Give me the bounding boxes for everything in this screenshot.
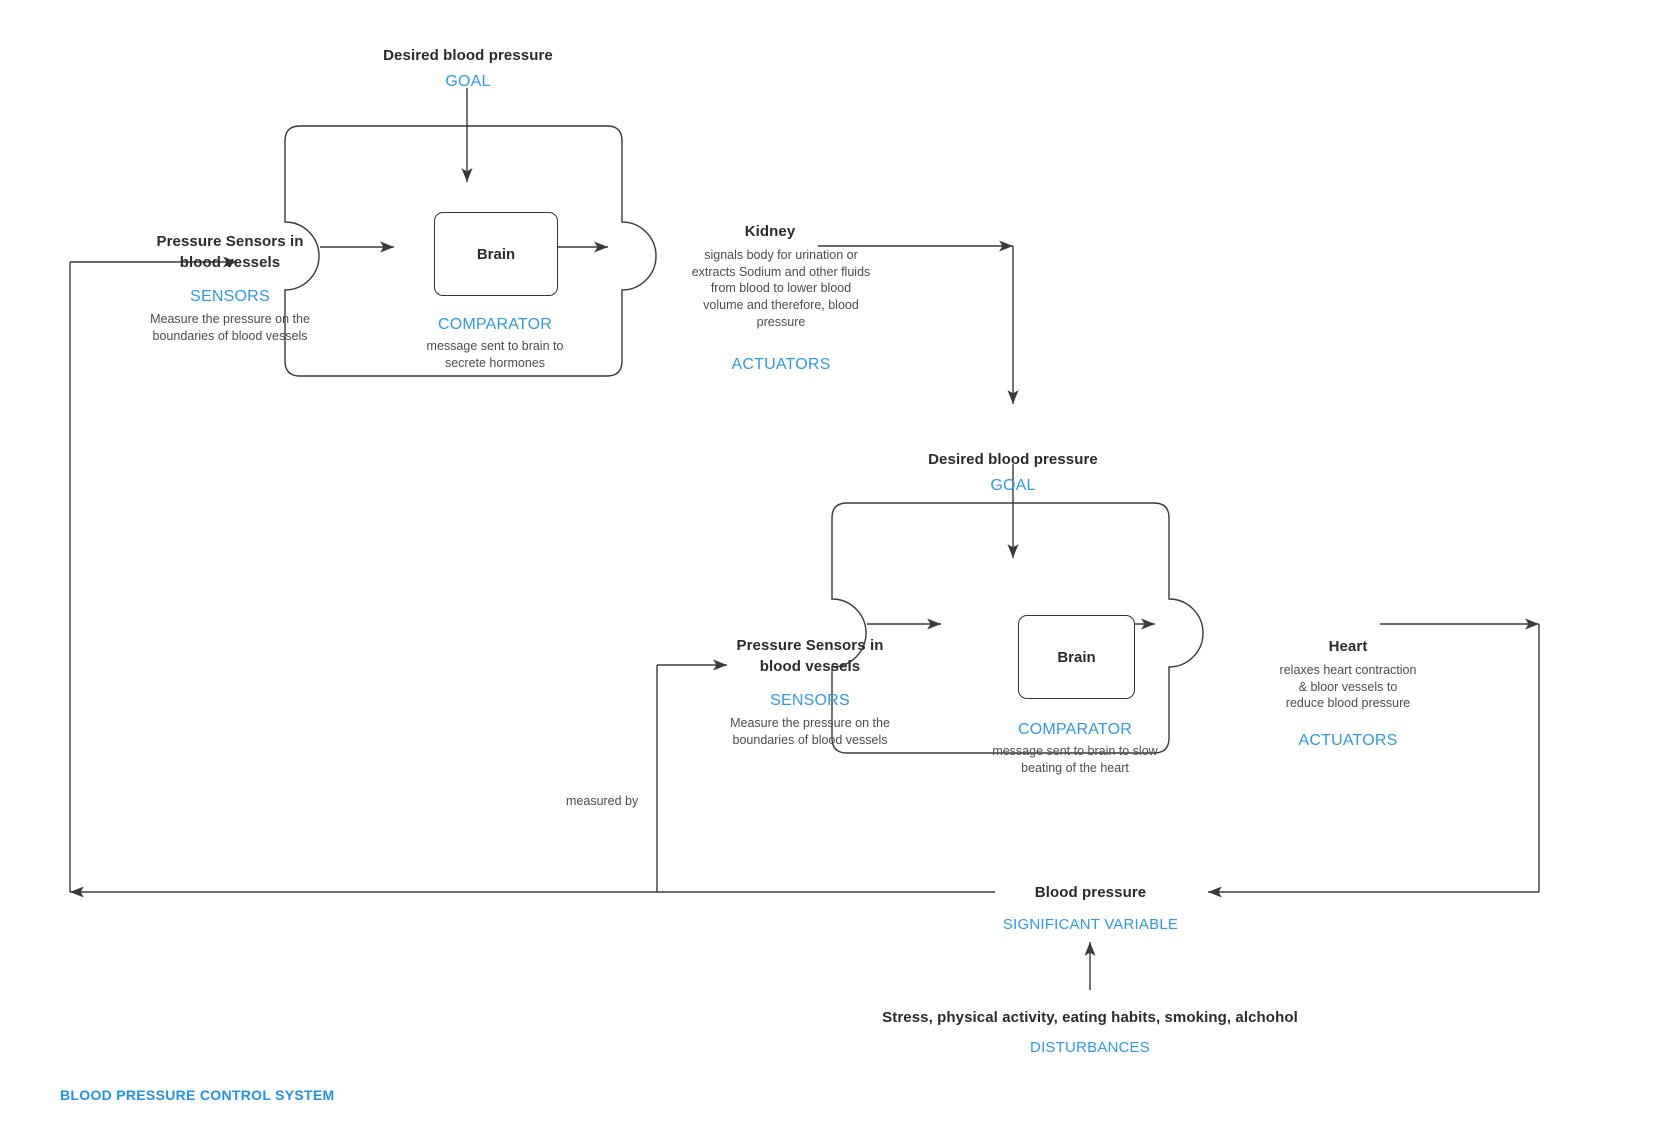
loop1-actuator-description: signals body for urination or extracts S… xyxy=(691,248,871,329)
disturbances-role: DISTURBANCES xyxy=(1030,1039,1150,1056)
loop1-sensors-role: SENSORS xyxy=(190,288,270,305)
loop1-sensors-label-line2: blood vessels xyxy=(179,254,281,271)
loop1-sensors-description: Measure the pressure on the boundaries o… xyxy=(150,312,310,343)
loop2-comparator-description: message sent to brain to slow beating of… xyxy=(992,744,1158,775)
loop1-goal-role: GOAL xyxy=(445,73,491,90)
variable-label: Blood pressure xyxy=(1034,884,1147,901)
loop2-brain-label: Brain xyxy=(1057,648,1096,666)
loop2-goal-role: GOAL xyxy=(990,477,1036,494)
loop1-brain-box: Brain xyxy=(434,212,558,296)
loop1-actuator-label: Kidney xyxy=(744,223,796,240)
measured-by-label: measured by xyxy=(566,794,639,808)
loop2-sensors-role: SENSORS xyxy=(770,692,850,709)
loop2-goal-label: Desired blood pressure xyxy=(928,451,1098,468)
loop1-brain-label: Brain xyxy=(476,245,516,263)
loop1-comparator-description: message sent to brain to secrete hormone… xyxy=(426,339,564,370)
loop2-actuator-description: relaxes heart contraction & bloor vessel… xyxy=(1279,663,1417,711)
loop2-actuator-role: ACTUATORS xyxy=(1298,732,1398,749)
loop1-sensors-label-line1: Pressure Sensors in xyxy=(156,233,304,250)
loop2-sensors-label-line1: Pressure Sensors in xyxy=(736,637,884,654)
disturbances-label: Stress, physical activity, eating habits… xyxy=(882,1009,1298,1026)
loop2-actuator-label: Heart xyxy=(1328,638,1368,655)
loop2-comparator-role: COMPARATOR xyxy=(1017,721,1132,738)
loop1-goal-label: Desired blood pressure xyxy=(383,47,553,64)
loop2-brain-box: Brain xyxy=(1018,615,1135,699)
loop2-sensors-description: Measure the pressure on the boundaries o… xyxy=(730,716,890,747)
diagram-title: BLOOD PRESSURE CONTROL SYSTEM xyxy=(60,1087,335,1103)
loop2-sensors-label-line2: blood vessels xyxy=(759,658,861,675)
loop1-actuator-role: ACTUATORS xyxy=(731,356,831,373)
variable-role: SIGNIFICANT VARIABLE xyxy=(1002,916,1179,933)
loop1-comparator-role: COMPARATOR xyxy=(437,316,552,333)
